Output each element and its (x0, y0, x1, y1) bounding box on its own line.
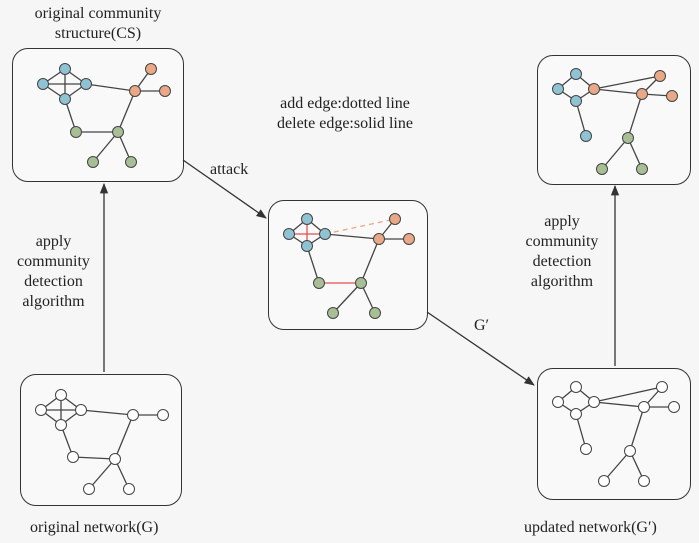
original-cs-title-line1: original community (34, 5, 162, 22)
legend-delete-edge: delete edge:solid line (277, 115, 413, 132)
original-cs-title-line2: structure(CS) (54, 25, 142, 42)
node-blue (80, 78, 92, 90)
node-white (638, 401, 650, 413)
original-network-graph (35, 389, 169, 495)
legend-add-edge: add edge:dotted line (280, 95, 410, 112)
node-orange (403, 233, 415, 245)
node-green (112, 126, 124, 138)
node-white (580, 443, 592, 455)
original-cs-graph (37, 63, 171, 168)
node-white (67, 451, 79, 463)
node-orange (159, 85, 171, 97)
node-orange (373, 233, 385, 245)
apply-right-line: algorithm (530, 273, 594, 290)
node-blue (59, 63, 71, 75)
node-white (552, 396, 564, 408)
node-white (668, 401, 680, 413)
node-blue (319, 228, 331, 240)
node-blue (552, 83, 564, 95)
node-white (75, 404, 87, 416)
node-orange (666, 90, 678, 102)
node-green (355, 277, 367, 289)
node-white (35, 404, 47, 416)
node-white (123, 483, 135, 495)
node-orange (389, 213, 401, 225)
apply-right-line: apply (544, 213, 580, 230)
node-green (596, 163, 608, 175)
node-blue (301, 240, 313, 252)
node-blue (570, 95, 582, 107)
node-orange (636, 88, 648, 100)
node-blue (283, 228, 295, 240)
node-white (83, 483, 95, 495)
node-orange (129, 85, 141, 97)
node-white (598, 475, 610, 487)
node-white (127, 409, 139, 421)
node-green (125, 156, 137, 168)
node-white (588, 396, 600, 408)
updated-network-label: updated network(G′) (524, 519, 657, 536)
apply-right-line: community (525, 233, 599, 250)
edge-legend: add edge:dotted line delete edge:solid l… (245, 94, 445, 134)
g-prime-label: G′ (474, 317, 490, 334)
node-green (327, 307, 339, 319)
node-white (624, 445, 636, 457)
attacked-graph-box (268, 200, 428, 330)
updated-network-box (537, 368, 691, 500)
node-green (313, 277, 325, 289)
node-white (570, 381, 582, 393)
node-blue (301, 213, 313, 225)
node-white (55, 419, 67, 431)
node-green (636, 163, 648, 175)
node-green (369, 307, 381, 319)
apply-cd-label-left: apply community detection algorithm (6, 232, 101, 312)
original-cs-title: original community structure(CS) (18, 4, 178, 44)
original-network-label: original network(G) (30, 519, 159, 536)
node-blue (570, 68, 582, 80)
node-green (70, 126, 82, 138)
apply-left-line: detection (24, 273, 83, 290)
attack-label: attack (210, 161, 249, 178)
updated-cs-graph (552, 68, 678, 175)
node-white (55, 389, 67, 401)
added-edge (324, 218, 396, 235)
node-orange (145, 63, 157, 75)
original-network-box (20, 374, 182, 506)
node-blue (580, 130, 592, 142)
apply-left-line: apply (35, 233, 72, 250)
apply-left-line: algorithm (22, 293, 85, 310)
apply-right-line: detection (532, 253, 592, 270)
node-white (109, 453, 121, 465)
node-green (622, 132, 634, 144)
node-green (87, 156, 99, 168)
node-white (157, 409, 169, 421)
apply-cd-label-right: apply community detection algorithm (512, 212, 612, 292)
node-white (656, 381, 668, 393)
node-blue (59, 93, 71, 105)
original-cs-graph-box (12, 48, 184, 182)
updated-network-graph (552, 381, 680, 487)
node-orange (654, 70, 666, 82)
node-white (570, 408, 582, 420)
node-orange (588, 83, 600, 95)
attacked-graph (283, 213, 415, 319)
apply-left-line: community (17, 253, 90, 270)
updated-cs-graph-box (537, 55, 691, 185)
node-white (638, 475, 650, 487)
node-blue (37, 78, 49, 90)
